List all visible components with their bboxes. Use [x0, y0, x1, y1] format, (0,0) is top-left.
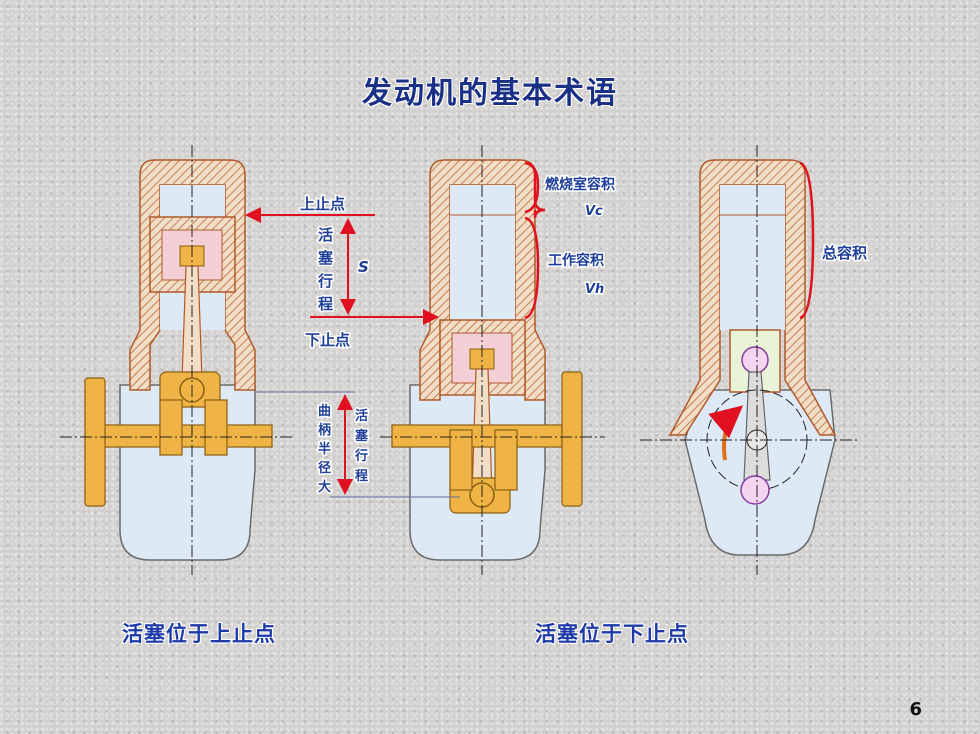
crank-char-1: 曲 [318, 403, 331, 419]
crank-char-3: 半 [318, 441, 331, 457]
brace-total [799, 161, 815, 320]
stroke-v-char-4: 程 [355, 469, 368, 484]
caption-right: 活塞位于下止点 [535, 622, 689, 646]
label-piston-stroke: 活 塞 行 程 [316, 225, 336, 315]
stroke-v-char-3: 行 [354, 448, 368, 464]
label-combustion-symbol: Vc [585, 204, 603, 219]
label-crank-radius: 曲 柄 半 径 大 [317, 402, 333, 497]
label-working-volume: 工作容积 [548, 252, 604, 269]
label-combustion-volume: 燃烧室容积 [545, 176, 615, 193]
label-stroke-vertical: 活 塞 行 程 [353, 407, 371, 486]
label-bdc: 下止点 [305, 331, 350, 349]
page-number: 6 [909, 699, 922, 720]
cylinder-bore-right [720, 185, 785, 330]
brace-working [524, 216, 540, 320]
crank-prefix: 大 [318, 479, 331, 495]
stroke-v-char-2: 塞 [355, 428, 369, 444]
label-tdc: 上止点 [300, 195, 345, 213]
crank-char-4: 径 [318, 460, 331, 476]
stroke-char-3: 行 [317, 272, 333, 290]
label-working-symbol: Vh [585, 282, 604, 297]
stroke-v-char-1: 活 [355, 408, 368, 424]
flywheel-middle [561, 371, 583, 507]
stroke-char-1: 活 [318, 226, 333, 244]
crank-char-2: 柄 [318, 422, 331, 438]
label-total-volume: 总容积 [822, 244, 867, 262]
page-title: 发动机的基本术语 [362, 76, 618, 111]
caption-left: 活塞位于上止点 [122, 622, 276, 646]
engine-left [60, 145, 295, 575]
crankshaft-middle [391, 424, 563, 448]
stroke-char-2: 塞 [318, 249, 334, 267]
label-stroke-symbol: S [358, 258, 369, 276]
engine-right [640, 145, 860, 575]
flywheel-left [84, 377, 106, 507]
connecting-rod-left [181, 265, 203, 381]
engine-middle [380, 145, 605, 575]
crankshaft-left [101, 424, 273, 448]
stroke-char-4: 程 [318, 295, 333, 313]
rotation-arrow [708, 405, 744, 461]
crankcase-left [119, 384, 256, 561]
